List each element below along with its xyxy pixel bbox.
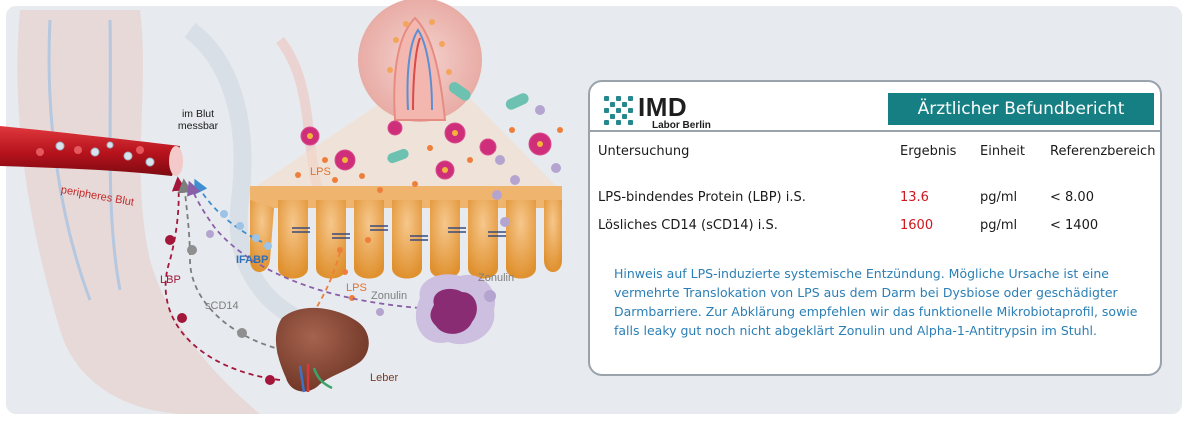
label-scd14: sCD14 <box>205 300 239 312</box>
report-note: Hinweis auf LPS-induzierte systemische E… <box>614 266 1138 338</box>
column-header-reference: Referenzbereich <box>1050 144 1156 159</box>
zoom-cone <box>250 90 560 190</box>
row-reference: < 8.00 <box>1050 190 1094 205</box>
logo-subtitle: Labor Berlin <box>652 120 711 131</box>
column-header-unit: Einheit <box>980 144 1026 159</box>
peripheral-blood-vessel <box>0 126 183 176</box>
imd-logo-grid-icon <box>604 96 634 126</box>
scd14-arrow <box>177 178 293 353</box>
column-header-result: Ergebnis <box>900 144 957 159</box>
immune-cell <box>415 274 496 345</box>
row-unit: pg/ml <box>980 190 1018 205</box>
label-lbp: LBP <box>160 274 181 286</box>
logo-text: IMD <box>638 92 688 122</box>
villus-zoom-circle <box>358 0 482 122</box>
row-result: 13.6 <box>900 190 929 205</box>
intestinal-epithelium <box>250 186 562 279</box>
imd-logo: IMD Labor Berlin <box>604 92 754 132</box>
label-lps-bottom: LPS <box>346 282 367 294</box>
row-test-name: Lösliches CD14 (sCD14) i.S. <box>598 218 778 233</box>
row-unit: pg/ml <box>980 218 1018 233</box>
label-zonulin-right: Zonulin <box>478 272 515 284</box>
ifabp-arrow <box>194 178 263 243</box>
label-lps-top: LPS <box>310 166 331 178</box>
liver <box>275 307 369 393</box>
report-title: Ärztlicher Befundbericht <box>888 93 1154 125</box>
zonulin-arrow <box>187 180 421 309</box>
row-reference: < 1400 <box>1050 218 1099 233</box>
row-test-name: LPS-bindendes Protein (LBP) i.S. <box>598 190 806 205</box>
lab-report-card: IMD Labor Berlin Ärztlicher Befundberich… <box>588 80 1162 376</box>
label-liver: Leber <box>370 372 399 384</box>
label-blood-measurable: im Blut messbar <box>177 108 219 132</box>
lbp-arrow <box>164 176 281 381</box>
label-ifabp: IFABP <box>236 254 269 266</box>
bacteria-cluster <box>295 82 563 301</box>
row-result: 1600 <box>900 218 934 233</box>
column-header-test: Untersuchung <box>598 144 690 159</box>
label-zonulin-bottom: Zonulin <box>371 290 408 302</box>
header-divider <box>590 130 1160 132</box>
